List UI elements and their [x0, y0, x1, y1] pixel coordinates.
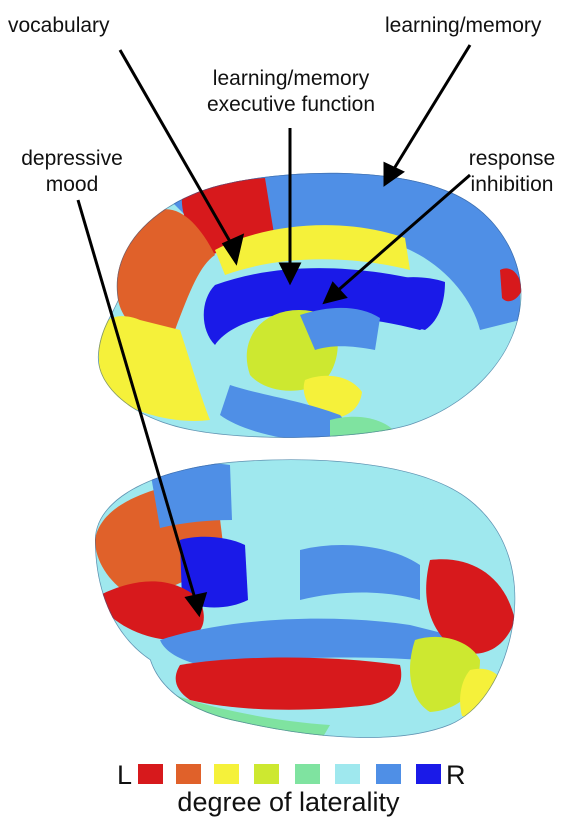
label-response-line1: response [457, 146, 567, 172]
label-learning-memory-center: learning/memory executive function [183, 66, 399, 118]
medial-brain-view [90, 160, 530, 450]
legend-left-label: L [117, 760, 132, 790]
legend-swatch-3 [214, 764, 239, 784]
legend-title: degree of laterality [0, 787, 577, 817]
legend-swatch-6 [335, 764, 360, 784]
label-vocabulary: vocabulary [8, 13, 110, 39]
legend-swatch-4 [254, 764, 279, 784]
label-response-line2: inhibition [457, 172, 567, 198]
label-learning-memory-top: learning/memory [385, 13, 541, 39]
label-learning-memory-center-line1: learning/memory [183, 66, 399, 92]
label-learning-memory-center-line2: executive function [183, 92, 399, 118]
legend-right-label: R [446, 760, 466, 790]
legend-swatch-1 [138, 764, 163, 784]
label-depressive-mood: depressive mood [12, 146, 132, 198]
legend-swatch-5 [295, 764, 320, 784]
label-depressive-line2: mood [12, 172, 132, 198]
legend-swatch-2 [176, 764, 201, 784]
label-response-inhibition: response inhibition [457, 146, 567, 198]
label-depressive-line1: depressive [12, 146, 132, 172]
legend-swatch-7 [376, 764, 401, 784]
lateral-brain-view [90, 455, 530, 745]
legend-swatch-8 [416, 764, 441, 784]
